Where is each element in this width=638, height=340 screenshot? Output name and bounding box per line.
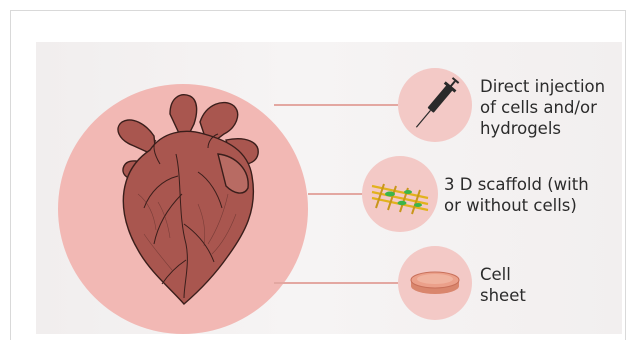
injection-circle <box>398 68 472 142</box>
label-cell-sheet: Cell sheet <box>480 264 526 306</box>
label-direct-injection: Direct injection of cells and/or hydroge… <box>480 76 605 139</box>
connector-scaffold <box>308 193 364 195</box>
cell-sheet-circle <box>398 246 472 320</box>
heart-circle <box>58 84 308 334</box>
scaffold-circle <box>362 156 438 232</box>
connector-cell-sheet <box>274 282 398 284</box>
petri-dish-icon <box>398 246 472 320</box>
heart-icon <box>58 84 308 334</box>
syringe-icon <box>398 68 472 142</box>
connector-injection <box>274 104 398 106</box>
scaffold-icon <box>362 156 438 232</box>
label-3d-scaffold: 3 D scaffold (with or without cells) <box>444 174 589 216</box>
